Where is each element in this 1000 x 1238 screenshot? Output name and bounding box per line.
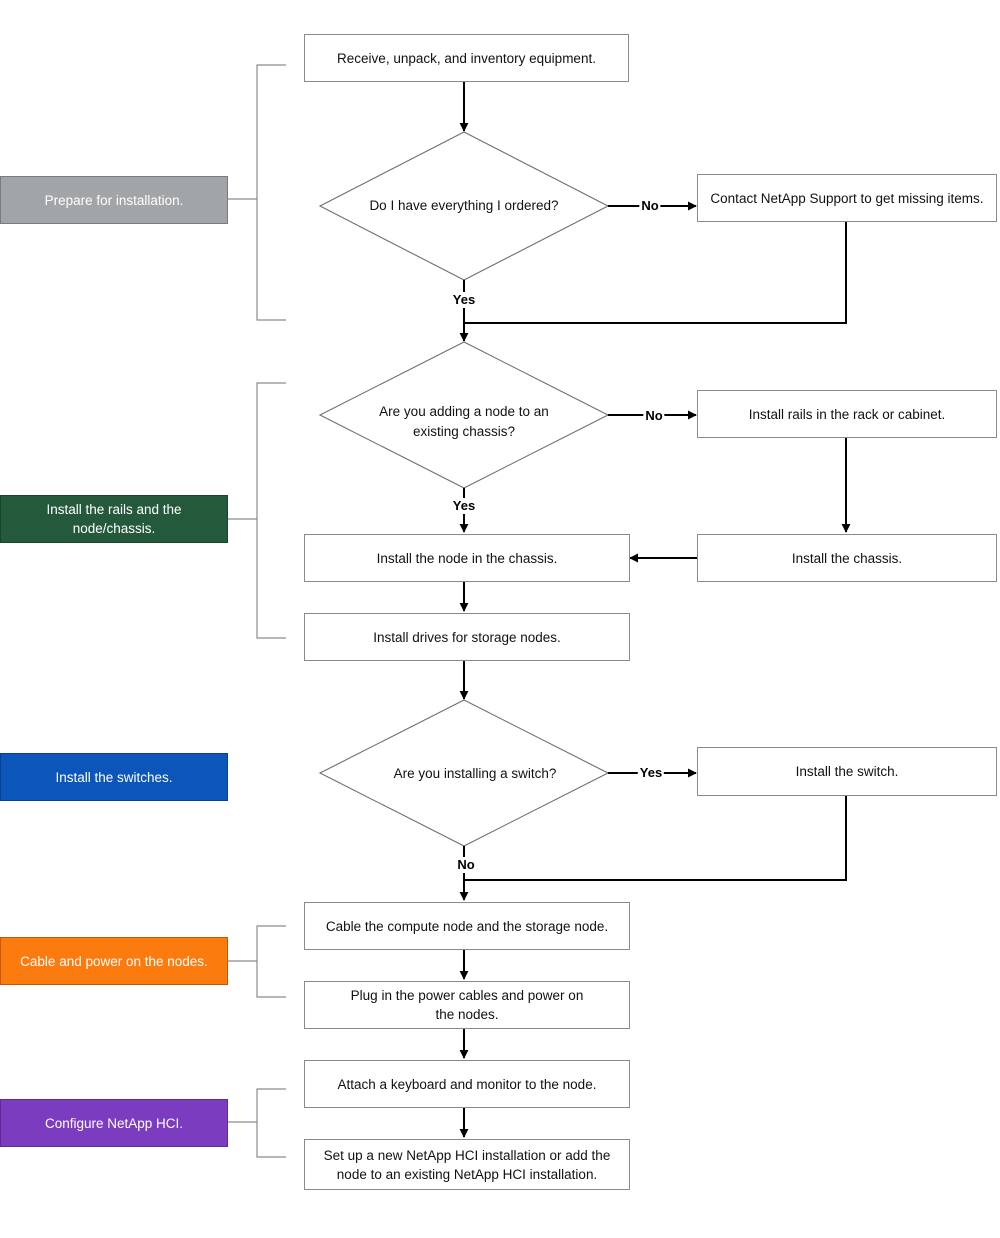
bracket-prepare — [256, 64, 286, 321]
bracket-rails — [256, 382, 286, 639]
phase-cable-power: Cable and power on the nodes. — [0, 937, 228, 985]
bracket-configure — [256, 1088, 286, 1158]
edge-label-d3-yes: Yes — [637, 765, 665, 781]
edge-label-d1-no: No — [639, 198, 661, 214]
step-install-node: Install the node in the chassis. — [304, 534, 630, 582]
step-install-switch: Install the switch. — [697, 747, 997, 796]
edge-label-d2-yes: Yes — [450, 498, 478, 514]
edge-switch-return — [464, 796, 847, 881]
phase-prepare: Prepare for installation. — [0, 176, 228, 224]
phase-install-switches: Install the switches. — [0, 753, 228, 801]
step-setup-hci: Set up a new NetApp HCI installation or … — [304, 1139, 630, 1190]
edge-label-d1-yes: Yes — [450, 292, 478, 308]
bracket-cable — [256, 925, 286, 998]
edge-label-d2-no: No — [643, 408, 665, 424]
phase-configure: Configure NetApp HCI. — [0, 1099, 228, 1147]
step-cable-nodes: Cable the compute node and the storage n… — [304, 902, 630, 950]
step-receive: Receive, unpack, and inventory equipment… — [304, 34, 629, 82]
step-attach-keyboard: Attach a keyboard and monitor to the nod… — [304, 1060, 630, 1108]
decision-shapes — [318, 131, 610, 847]
step-install-chassis: Install the chassis. — [697, 534, 997, 582]
decision-adding-node: Are you adding a node to an existing cha… — [379, 404, 549, 439]
edge-support-return — [464, 222, 847, 324]
edge-label-d3-no: No — [455, 857, 477, 873]
decision-installing-switch: Are you installing a switch? — [393, 766, 557, 781]
step-contact-support: Contact NetApp Support to get missing it… — [697, 174, 997, 222]
step-install-rails: Install rails in the rack or cabinet. — [697, 390, 997, 438]
phase-install-rails: Install the rails and the node/chassis. — [0, 495, 228, 543]
decision-have-everything: Do I have everything I ordered? — [369, 198, 559, 213]
step-plug-power: Plug in the power cables and power on th… — [304, 981, 630, 1029]
step-install-drives: Install drives for storage nodes. — [304, 613, 630, 661]
phase-brackets — [228, 64, 286, 1158]
